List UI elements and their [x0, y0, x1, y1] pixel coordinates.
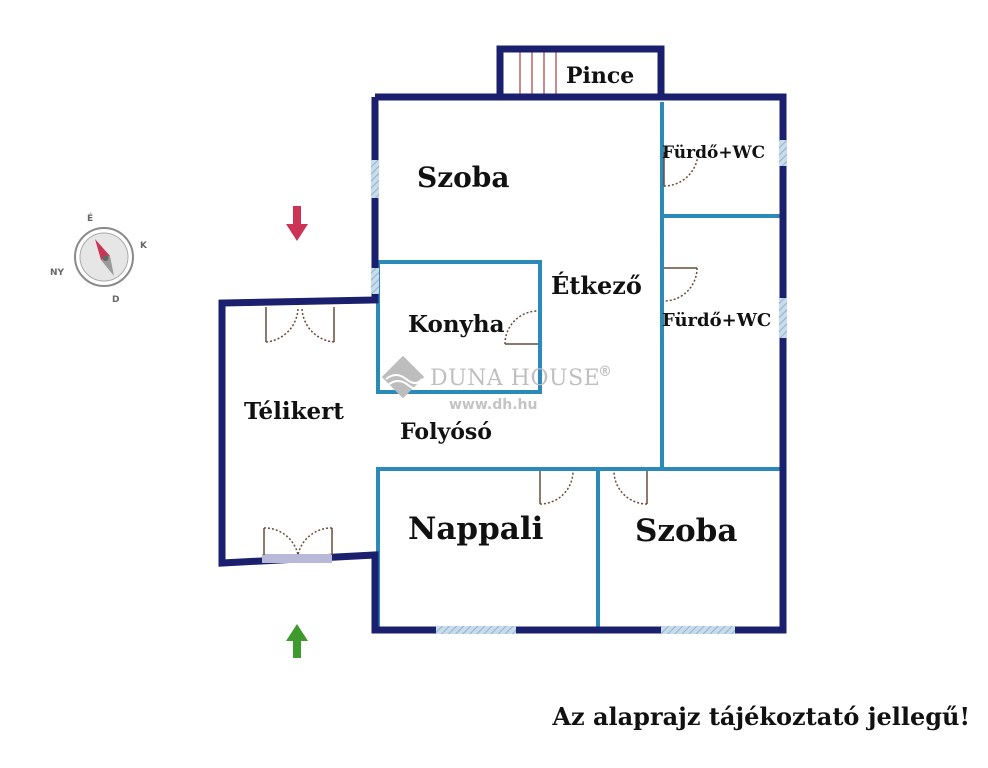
duna-house-logo-icon: [381, 355, 425, 399]
compass-west: NY: [50, 268, 65, 278]
room-label-szoba-top: Szoba: [417, 161, 510, 194]
arrow-up-icon: [286, 624, 308, 658]
window: [262, 554, 332, 563]
stairs: [519, 52, 557, 96]
room-label-furdo-upper: Fürdő+WC: [662, 143, 765, 163]
room-label-nappali: Nappali: [408, 511, 543, 547]
watermark: DUNA HOUSE www.dh.hu ®: [381, 355, 612, 413]
room-label-furdo-lower: Fürdő+WC: [662, 310, 771, 331]
doors: [263, 151, 699, 556]
window: [779, 140, 787, 166]
compass-south: D: [112, 295, 119, 305]
room-label-folyoso: Folyósó: [400, 419, 492, 445]
window: [371, 268, 379, 294]
arrow-down-icon: [286, 206, 308, 241]
room-label-telikert: Télikert: [244, 398, 344, 425]
compass-north: É: [87, 212, 93, 224]
room-label-konyha: Konyha: [408, 311, 505, 338]
window: [779, 298, 787, 338]
watermark-registered: ®: [598, 364, 612, 380]
windows: [262, 140, 787, 634]
compass-icon: É K D NY: [50, 212, 148, 305]
room-label-szoba-bottom: Szoba: [635, 513, 737, 549]
room-label-etkezo: Étkező: [551, 271, 642, 300]
inner-walls: [376, 102, 782, 630]
window: [436, 626, 516, 634]
window: [371, 160, 379, 198]
window: [661, 626, 735, 634]
watermark-brand: DUNA HOUSE: [430, 366, 600, 391]
room-label-pince: Pince: [566, 63, 634, 89]
watermark-url: www.dh.hu: [449, 397, 537, 413]
outer-walls: [218, 45, 787, 634]
disclaimer-text: Az alaprajz tájékoztató jellegű!: [552, 702, 970, 731]
compass-east: K: [140, 241, 148, 251]
